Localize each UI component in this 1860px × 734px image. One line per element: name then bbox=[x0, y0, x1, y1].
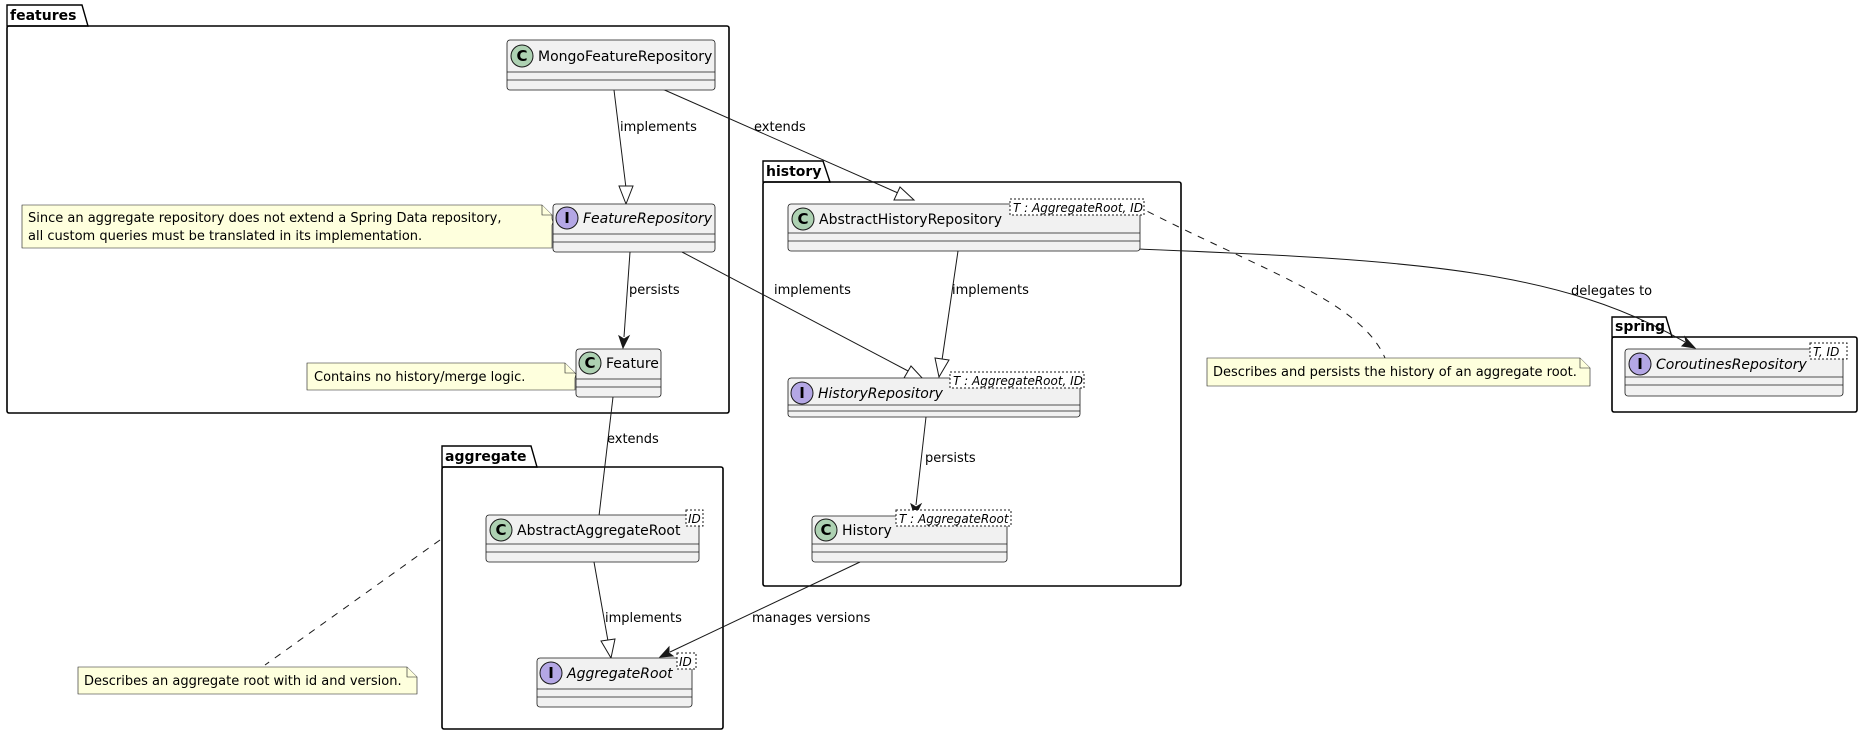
package-features: features bbox=[6, 4, 730, 414]
interface-badge-icon: I bbox=[799, 384, 805, 402]
class-generic: ID bbox=[688, 512, 701, 526]
edge-label-mongo-extends: extends bbox=[754, 120, 806, 135]
class-abstract-history-repository[interactable]: C AbstractHistoryRepository T : Aggregat… bbox=[787, 198, 1145, 252]
class-badge-icon: C bbox=[797, 210, 808, 228]
interface-history-repository[interactable]: I HistoryRepository T : AggregateRoot, I… bbox=[787, 371, 1085, 418]
edge-label-mongo-implements: implements bbox=[620, 120, 697, 135]
interface-coroutines-repository[interactable]: I CoroutinesRepository T, ID bbox=[1624, 342, 1848, 397]
edge-label-feature-extends: extends bbox=[607, 432, 659, 447]
note-text-line1: Since an aggregate repository does not e… bbox=[28, 211, 502, 226]
interface-name: FeatureRepository bbox=[583, 211, 713, 227]
interface-generic: T : AggregateRoot, ID bbox=[953, 374, 1083, 388]
class-generic: T : AggregateRoot bbox=[899, 512, 1010, 526]
class-generic: T : AggregateRoot, ID bbox=[1013, 201, 1143, 215]
edge-label-history-repo-persists: persists bbox=[925, 451, 976, 466]
interface-generic: T, ID bbox=[1813, 345, 1839, 359]
package-spring: spring bbox=[1611, 316, 1858, 413]
note-text: Describes and persists the history of an… bbox=[1213, 365, 1577, 380]
edge-label-feature-repo-implements: implements bbox=[774, 283, 851, 298]
class-name: Feature bbox=[606, 356, 659, 372]
interface-badge-icon: I bbox=[1637, 355, 1643, 373]
package-aggregate: aggregate bbox=[441, 445, 724, 730]
package-aggregate-title: aggregate bbox=[445, 449, 527, 465]
class-history[interactable]: C History T : AggregateRoot bbox=[811, 509, 1012, 563]
package-history-title: history bbox=[766, 164, 821, 180]
interface-generic: ID bbox=[679, 655, 692, 669]
edge-label-abstract-history-implements: implements bbox=[952, 283, 1029, 298]
class-name: History bbox=[842, 523, 892, 539]
class-badge-icon: C bbox=[495, 521, 506, 539]
edge-label-feature-repo-persists: persists bbox=[629, 283, 680, 298]
class-mongo-feature-repository[interactable]: C MongoFeatureRepository bbox=[506, 39, 716, 91]
class-feature[interactable]: C Feature bbox=[575, 348, 662, 398]
class-abstract-aggregate-root[interactable]: C AbstractAggregateRoot ID bbox=[485, 509, 704, 563]
note-feature-repository: Since an aggregate repository does not e… bbox=[21, 204, 554, 249]
note-text-line2: all custom queries must be translated in… bbox=[28, 229, 422, 244]
note-aggregate: Describes an aggregate root with id and … bbox=[77, 666, 418, 695]
note-text: Contains no history/merge logic. bbox=[314, 370, 525, 385]
package-history: history bbox=[762, 160, 1182, 587]
interface-badge-icon: I bbox=[548, 664, 554, 682]
note-feature: Contains no history/merge logic. bbox=[306, 362, 577, 391]
interface-feature-repository[interactable]: I FeatureRepository bbox=[552, 203, 716, 253]
class-name: AbstractAggregateRoot bbox=[517, 523, 681, 539]
interface-name: AggregateRoot bbox=[566, 666, 673, 682]
interface-name: HistoryRepository bbox=[818, 386, 944, 402]
edges: implements extends persists implements i… bbox=[264, 87, 1697, 666]
class-name: AbstractHistoryRepository bbox=[819, 212, 1002, 228]
package-features-title: features bbox=[10, 8, 76, 24]
class-badge-icon: C bbox=[584, 354, 595, 372]
edge-label-delegates-to: delegates to bbox=[1571, 284, 1652, 299]
interface-aggregate-root[interactable]: I AggregateRoot ID bbox=[536, 652, 697, 708]
edge-label-abstract-aggregate-implements: implements bbox=[605, 611, 682, 626]
class-badge-icon: C bbox=[516, 47, 527, 65]
class-name: MongoFeatureRepository bbox=[538, 49, 712, 65]
note-history: Describes and persists the history of an… bbox=[1206, 357, 1591, 387]
package-spring-title: spring bbox=[1615, 319, 1665, 335]
interface-badge-icon: I bbox=[564, 209, 570, 227]
edge-label-manages-versions: manages versions bbox=[752, 611, 871, 626]
note-text: Describes an aggregate root with id and … bbox=[84, 674, 402, 689]
interface-name: CoroutinesRepository bbox=[1656, 357, 1807, 373]
class-badge-icon: C bbox=[820, 521, 831, 539]
